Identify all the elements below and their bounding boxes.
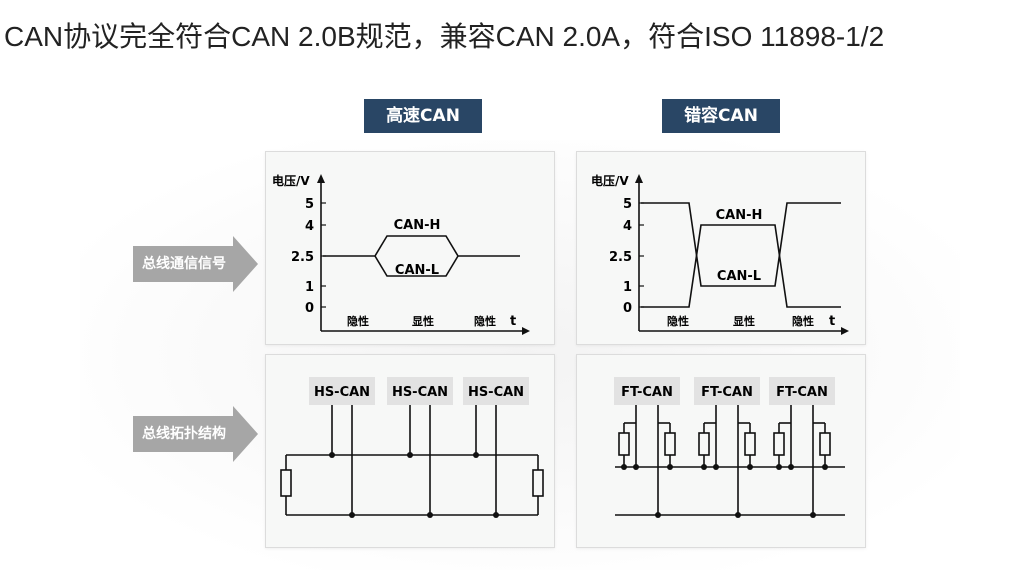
y-tick-2-5: 2.5 xyxy=(291,250,314,265)
x-label-dominant: 显性 xyxy=(412,314,434,328)
panel-high-speed-topology: HS-CAN HS-CAN HS-CAN xyxy=(265,354,555,548)
x-label-dominant: 显性 xyxy=(733,314,755,328)
can-h-label: CAN-H xyxy=(394,218,441,233)
can-l-label: CAN-L xyxy=(717,269,761,284)
fault-tolerant-topology-diagram: FT-CAN FT-CAN FT-CAN xyxy=(614,377,845,518)
y-tick-4: 4 xyxy=(623,219,632,234)
arrow-right-icon xyxy=(133,406,258,462)
row-label-bus-signal-text: 总线通信信号 xyxy=(142,256,226,272)
hs-can-node-1: HS-CAN xyxy=(314,385,370,400)
node-box xyxy=(463,377,529,405)
can-l-line xyxy=(374,255,459,277)
y-tick-4: 4 xyxy=(305,219,314,234)
hs-can-node-2: HS-CAN xyxy=(392,385,448,400)
arrow-right-icon xyxy=(133,236,258,292)
termination-resistor xyxy=(698,432,710,456)
node-box xyxy=(387,377,453,405)
row-label-bus-topology-text: 总线拓扑结构 xyxy=(142,426,226,442)
y-tick-0: 0 xyxy=(305,301,314,316)
can-l-label: CAN-L xyxy=(395,263,439,278)
x-label-recessive-2: 隐性 xyxy=(792,314,814,328)
termination-resistor xyxy=(773,432,785,456)
termination-resistor xyxy=(744,432,756,456)
x-axis-label: t xyxy=(510,314,516,329)
panel-fault-tolerant-signal: 电压/V t 5 4 2.5 1 0 CAN-H CAN-L 隐性 显性 隐性 xyxy=(576,151,866,345)
can-h-line xyxy=(641,224,841,308)
x-label-recessive-2: 隐性 xyxy=(474,314,496,328)
can-h-line xyxy=(323,235,520,257)
ft-can-node-2: FT-CAN xyxy=(701,385,753,400)
ft-can-node-1: FT-CAN xyxy=(621,385,673,400)
fault-tolerant-signal-chart: 电压/V t 5 4 2.5 1 0 CAN-H CAN-L 隐性 显性 隐性 xyxy=(591,173,849,335)
x-label-recessive-1: 隐性 xyxy=(347,314,369,328)
high-speed-topology-diagram: HS-CAN HS-CAN HS-CAN xyxy=(280,377,544,518)
header-fault-tolerant-can: 错容CAN xyxy=(662,99,780,133)
hs-can-node-3: HS-CAN xyxy=(468,385,524,400)
termination-resistor xyxy=(532,469,544,497)
panel-fault-tolerant-topology: FT-CAN FT-CAN FT-CAN xyxy=(576,354,866,548)
termination-resistor xyxy=(664,432,676,456)
node-box xyxy=(309,377,375,405)
ft-can-node-3: FT-CAN xyxy=(776,385,828,400)
x-label-recessive-1: 隐性 xyxy=(667,314,689,328)
high-speed-signal-chart: 电压/V t 5 4 2.5 1 0 CAN-H CAN-L 隐性 显性 隐性 xyxy=(272,173,530,335)
y-axis-label: 电压/V xyxy=(272,173,310,188)
page-title: CAN协议完全符合CAN 2.0B规范，兼容CAN 2.0A，符合ISO 118… xyxy=(4,21,885,52)
termination-resistor xyxy=(819,432,831,456)
y-tick-2-5: 2.5 xyxy=(609,250,632,265)
can-h-label: CAN-H xyxy=(716,208,763,223)
y-tick-1: 1 xyxy=(623,280,632,295)
node-box xyxy=(769,377,835,405)
y-tick-5: 5 xyxy=(623,197,632,212)
y-tick-5: 5 xyxy=(305,197,314,212)
x-axis-label: t xyxy=(829,314,835,329)
termination-resistor xyxy=(618,432,630,456)
panel-high-speed-signal: 电压/V t 5 4 2.5 1 0 CAN-H CAN-L 隐性 显性 隐性 xyxy=(265,151,555,345)
y-tick-0: 0 xyxy=(623,301,632,316)
termination-resistor xyxy=(280,469,292,497)
header-high-speed-can: 高速CAN xyxy=(364,99,482,133)
row-label-bus-topology: 总线拓扑结构 xyxy=(133,406,258,462)
can-l-line xyxy=(641,202,841,287)
y-axis-label: 电压/V xyxy=(591,173,629,188)
y-tick-1: 1 xyxy=(305,280,314,295)
node-box xyxy=(614,377,680,405)
row-label-bus-signal: 总线通信信号 xyxy=(133,236,258,292)
node-box xyxy=(694,377,760,405)
